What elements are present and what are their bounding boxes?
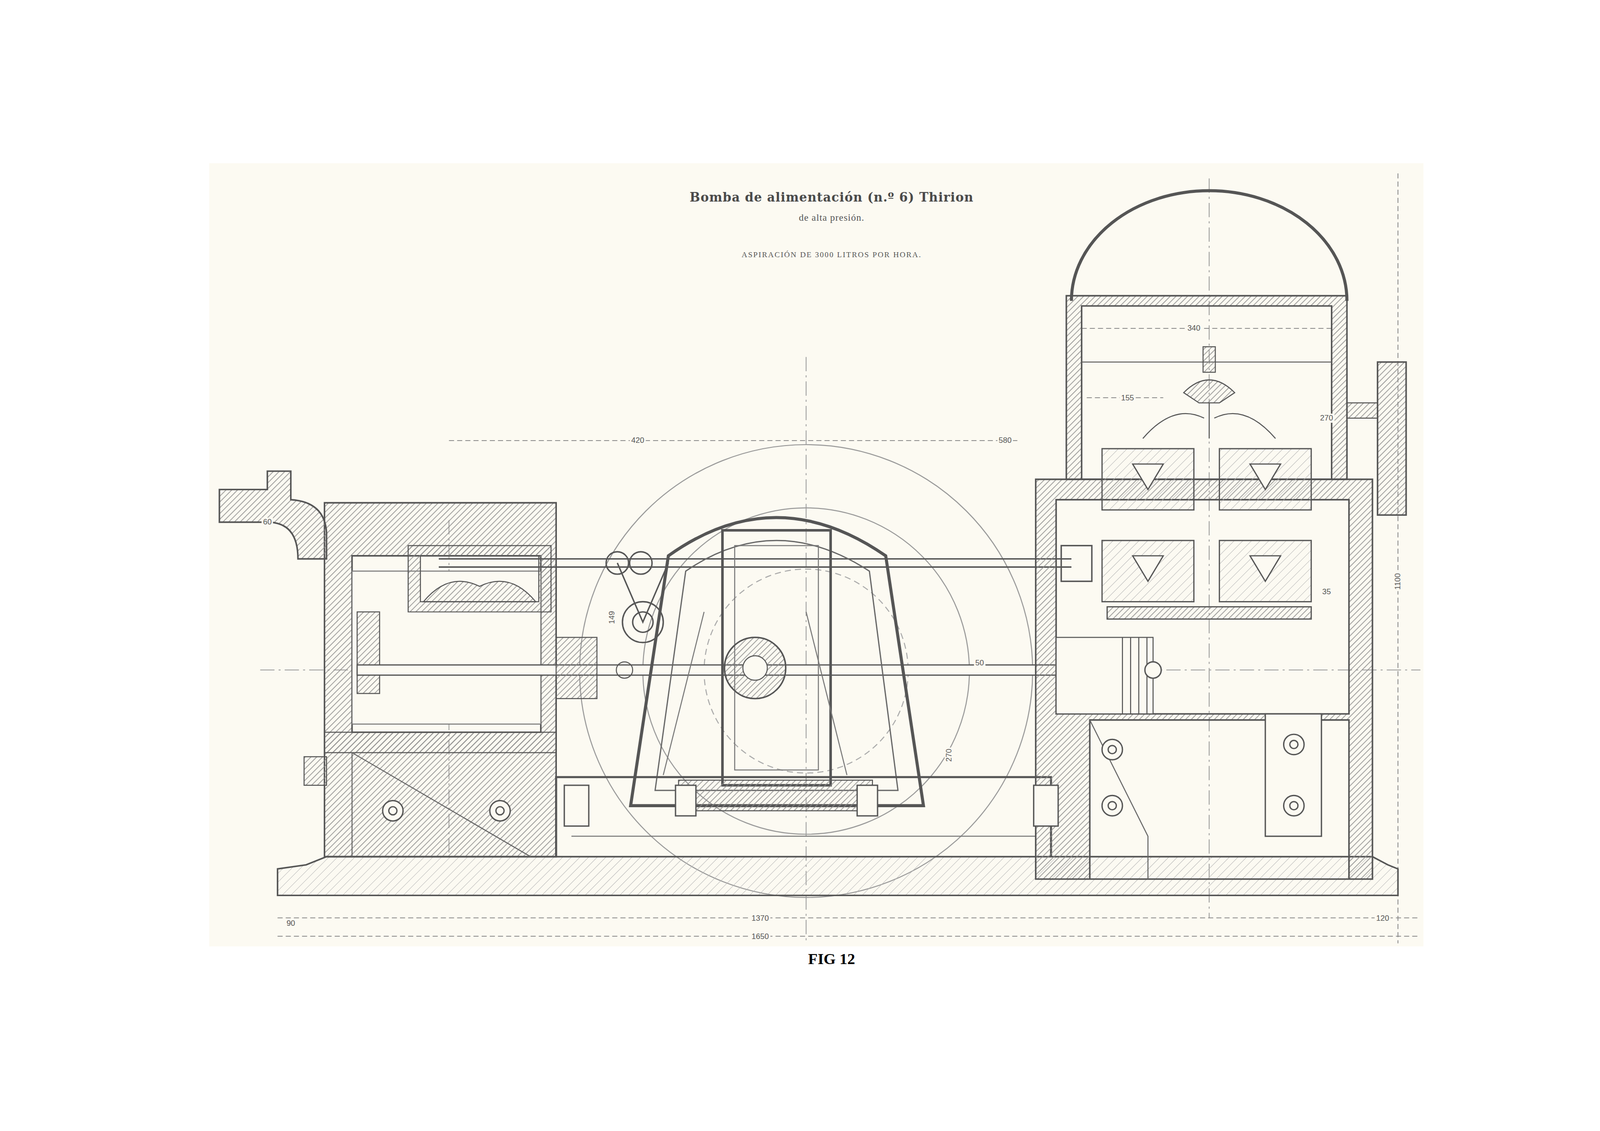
dimension: 1650 — [750, 932, 771, 942]
dimension: 35 — [1320, 587, 1333, 597]
dimension: 340 — [1185, 323, 1202, 333]
capacity-note: ASPIRACIÓN DE 3000 LITROS POR HORA. — [741, 250, 922, 260]
subtitle: de alta presión. — [798, 211, 865, 224]
dimension: 580 — [997, 436, 1013, 446]
dimension: 155 — [1119, 393, 1136, 403]
dimension: 420 — [629, 436, 646, 446]
dimension: 60 — [261, 517, 274, 527]
dimension: 270 — [944, 747, 954, 763]
dimension: 90 — [285, 919, 297, 929]
drawing-title: Bomba de alimentación (n.º 6) Thirion — [689, 189, 974, 204]
figure-caption: FIG 12 — [808, 950, 856, 968]
dimension: 149 — [607, 609, 617, 625]
dimension: 270 — [1318, 413, 1335, 423]
dimension: 50 — [973, 658, 986, 668]
dimension: 120 — [1374, 914, 1391, 924]
dimension: 1100 — [1393, 571, 1403, 592]
dimension: 1370 — [750, 914, 771, 924]
